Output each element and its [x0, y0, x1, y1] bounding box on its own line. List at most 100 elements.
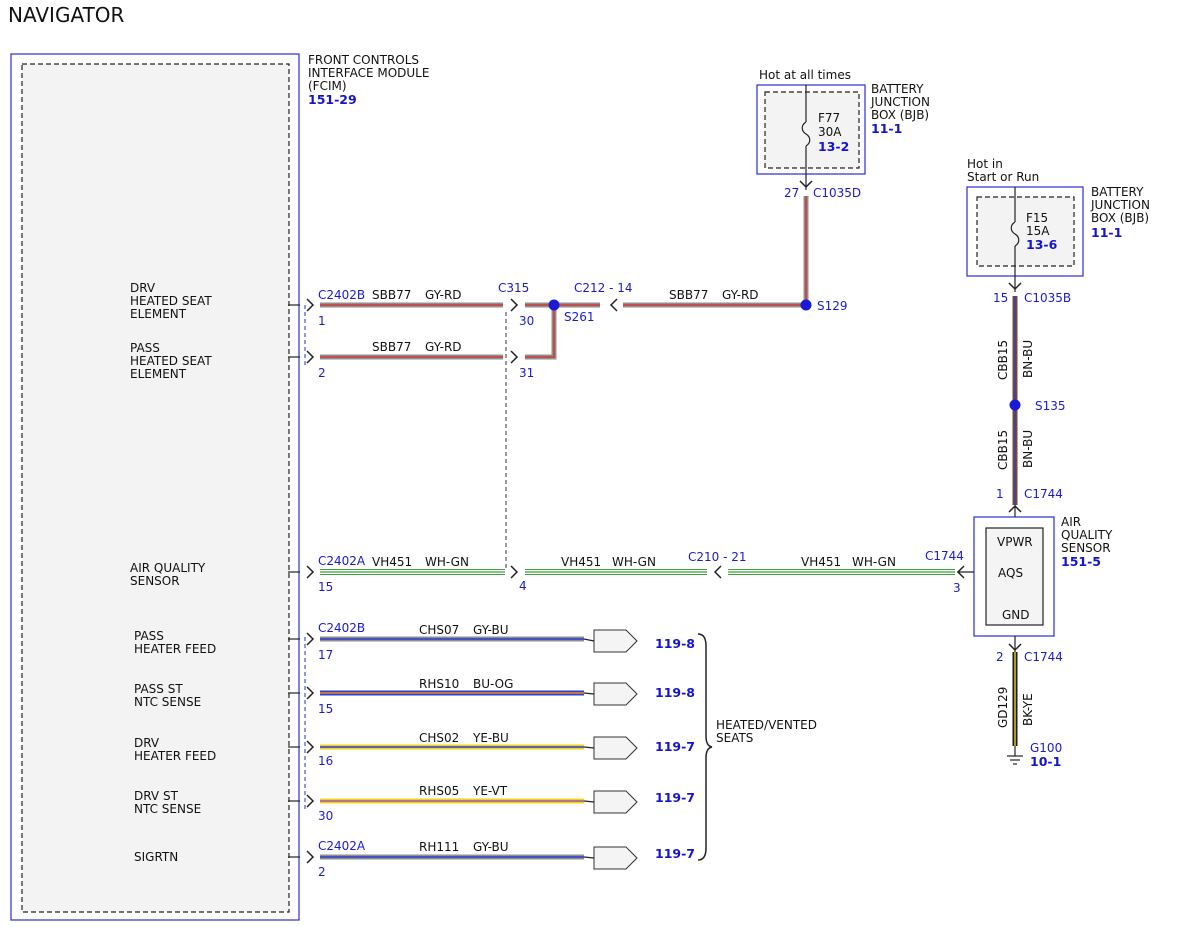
pin-number: 1 [996, 487, 1004, 501]
bjb1-fuse: F77 [818, 111, 840, 125]
wire-label-color: WH-GN [425, 555, 469, 569]
aqs-gnd: GND [1002, 608, 1030, 622]
wire-label-circuit: SBB77 [669, 288, 708, 302]
aqs-ref: 151-5 [1061, 554, 1101, 569]
pin-label-air-quality: AIR QUALITY SENSOR [130, 561, 209, 588]
pin-number: 15 [993, 291, 1008, 305]
pin-number: 2 [318, 865, 326, 879]
wire-label-circuit: RHS05 [419, 784, 459, 798]
wire-label-circuit: CBB15 [996, 430, 1010, 470]
pin-number: 15 [318, 702, 333, 716]
bjb2-fuse-ref: 13-6 [1026, 237, 1058, 252]
offpage-connector-icon [593, 736, 638, 760]
pin-label-drv-heater-feed: DRV HEATER FEED [134, 736, 216, 763]
bjb2-rating: 15A [1026, 224, 1050, 238]
pin-number: 27 [784, 186, 799, 200]
connector-c315-label: C315 [498, 281, 529, 295]
pin-number: 1 [318, 314, 326, 328]
fuse-icon [801, 121, 811, 147]
pin-label-pass-heater-feed: PASS HEATER FEED [134, 629, 216, 656]
wire-label-color: BK-YE [1021, 693, 1035, 726]
connector-c212-label: C212 - 14 [574, 281, 633, 295]
page-ref-link[interactable]: 119-7 [655, 846, 695, 861]
wire-label-color: BU-OG [473, 677, 513, 691]
aqs-module [956, 504, 1055, 652]
fcim-module: FRONT CONTROLS INTERFACE MODULE (FCIM) 1… [10, 53, 433, 921]
connector-c1744-top-label: C1744 [1024, 487, 1063, 501]
page-ref-link[interactable]: 119-8 [655, 685, 695, 700]
page-title: NAVIGATOR [8, 3, 125, 27]
wire-label-color: BN-BU [1021, 430, 1035, 468]
connector-c1744-bottom-label: C1744 [1024, 650, 1063, 664]
fcim-name: FRONT CONTROLS INTERFACE MODULE (FCIM) [308, 53, 433, 93]
wire-label-color: WH-GN [612, 555, 656, 569]
wire-label-color: GY-BU [473, 623, 509, 637]
pin-label-sigrtn: SIGRTN [134, 850, 178, 864]
wire-label-color: BN-BU [1021, 340, 1035, 378]
ground-icon [1007, 746, 1023, 765]
wire-label-circuit: RHS10 [419, 677, 459, 691]
splice-s261-label: S261 [564, 310, 595, 324]
bjb2-supply: Hot in Start or Run [967, 157, 1039, 184]
wire-label-color: WH-GN [852, 555, 896, 569]
ground-ref: 10-1 [1030, 754, 1061, 769]
pin-number: 2 [318, 366, 326, 380]
splice-s129-dot [800, 299, 812, 311]
connector-c2402a-bottom: C2402A [318, 839, 366, 853]
pin-label-pass-st-ntc: PASS ST NTC SENSE [134, 682, 201, 709]
bjb1-name: BATTERY JUNCTION BOX (BJB) [870, 82, 934, 122]
pin-label-pass-heated-seat: PASS HEATED SEAT ELEMENT [130, 341, 215, 381]
wire-label-circuit: GD129 [996, 687, 1010, 728]
ground-name: G100 [1030, 741, 1062, 755]
page-ref-link[interactable]: 119-7 [655, 739, 695, 754]
connector-c2402a-top: C2402A [318, 554, 366, 568]
wire-label-color: GY-RD [425, 340, 462, 354]
wire-label-circuit: SBB77 [372, 288, 411, 302]
page-ref-link[interactable]: 119-7 [655, 790, 695, 805]
connector-c2402b-bottom: C2402B [318, 621, 365, 635]
connector-c210 [713, 565, 722, 579]
pin-number: 4 [519, 579, 527, 593]
bracket-icon [697, 633, 713, 861]
wire-label-circuit: VH451 [372, 555, 412, 569]
pin-number: 2 [996, 650, 1004, 664]
bjb1-ref: 11-1 [871, 121, 902, 136]
connector-c212 [609, 298, 618, 312]
connector-c1744-left-label: C1744 [925, 549, 964, 563]
pin-number: 31 [519, 366, 534, 380]
wire-sbb77-c315-side [525, 302, 600, 360]
pin-number: 16 [318, 754, 333, 768]
wire-label-color: GY-RD [425, 288, 462, 302]
splice-s261-dot [548, 299, 560, 311]
bjb2-name: BATTERY JUNCTION BOX (BJB) [1090, 185, 1154, 225]
bjb1-module [756, 84, 866, 190]
bjb1-rating: 30A [818, 125, 842, 139]
wire-label-circuit: RH111 [419, 840, 459, 854]
wire-label-circuit: SBB77 [372, 340, 411, 354]
connector-c210-label: C210 - 21 [688, 550, 747, 564]
pin-label-drv-heated-seat: DRV HEATED SEAT ELEMENT [130, 281, 215, 321]
connector-c1035d-label: C1035D [813, 186, 861, 200]
connector-c1035b-label: C1035B [1024, 291, 1071, 305]
wire-label-circuit: VH451 [561, 555, 601, 569]
splice-s129-label: S129 [817, 299, 848, 313]
wire-label-color: GY-BU [473, 840, 509, 854]
wire-label-circuit: CBB15 [996, 340, 1010, 380]
connector-c2402b-top: C2402B [318, 288, 365, 302]
pin-label-drv-st-ntc: DRV ST NTC SENSE [134, 789, 201, 816]
seat-connectors [583, 629, 638, 870]
connector-c315 [505, 298, 519, 579]
heated-vented-seats-label: HEATED/VENTED SEATS [716, 718, 821, 745]
offpage-connector-icon [593, 790, 638, 814]
wire-vh451 [320, 569, 955, 575]
offpage-connector-icon [593, 629, 638, 653]
wire-label-circuit: CHS02 [419, 731, 459, 745]
pin-number: 3 [953, 581, 961, 595]
bjb2-module [966, 186, 1084, 292]
bjb1-fuse-ref: 13-2 [818, 139, 849, 154]
page-ref-link[interactable]: 119-8 [655, 636, 695, 651]
fuse-icon [1010, 221, 1020, 247]
pin-number: 15 [318, 580, 333, 594]
offpage-connector-icon [593, 846, 638, 870]
